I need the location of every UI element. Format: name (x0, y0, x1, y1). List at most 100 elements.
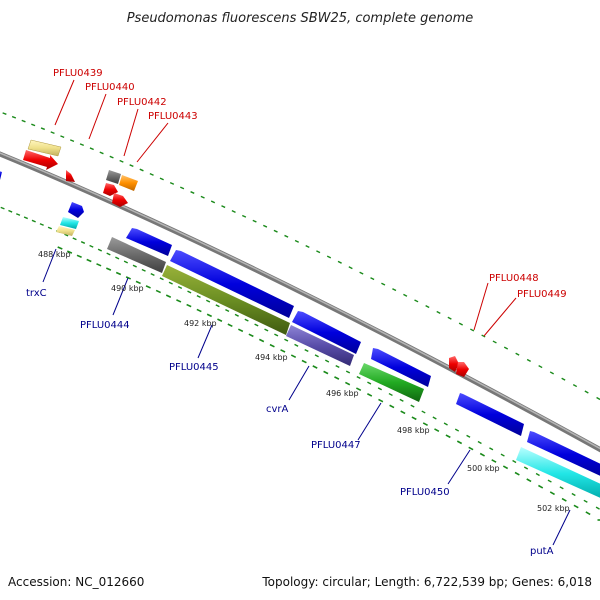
inner-track-dot (367, 381, 372, 385)
gene-label-pflu0447[interactable]: PFLU0447 (311, 440, 361, 451)
outer-track-dot (596, 396, 600, 401)
gene-feature-pflu0439-red[interactable] (23, 150, 58, 170)
outer-track-dot (561, 377, 566, 381)
leader-pflu0444 (112, 277, 129, 316)
outer-track-dot (40, 127, 46, 131)
scale-tick-mark (491, 459, 497, 463)
outer-track-dot (326, 255, 332, 259)
gene-feature-blue-1[interactable] (126, 228, 172, 256)
gene-label-pflu0443[interactable]: PFLU0443 (148, 111, 198, 122)
outer-track-dot (538, 365, 543, 369)
leader-pflu0447 (357, 402, 382, 441)
gene-feature-pflu0443-red-a[interactable] (103, 183, 118, 196)
gene-feature-cvra[interactable] (286, 325, 354, 366)
forward-strand-features (23, 139, 469, 377)
gene-feature-pflu0448[interactable] (449, 356, 459, 372)
scale-tick-mark (538, 484, 544, 489)
scale-tick-mark (57, 246, 63, 250)
outer-track-dot (109, 155, 114, 159)
outer-track-dot (515, 352, 520, 356)
scale-tick-mark (227, 323, 233, 328)
scale-tick-mark (86, 258, 92, 263)
inner-track-dot (547, 479, 552, 483)
gene-feature-small-blue[interactable] (68, 202, 84, 218)
gene-feature-pflu0450[interactable] (456, 393, 524, 436)
gene-feature-small-blue-left[interactable] (0, 170, 2, 180)
leader-trxc (42, 248, 57, 283)
outer-track-dot (414, 299, 419, 303)
gene-feature-blue-2[interactable] (170, 250, 294, 318)
outer-track-dot (284, 234, 289, 238)
gene-feature-pflu0445[interactable] (162, 265, 290, 335)
outer-track-dot (458, 322, 463, 326)
scale-tick-mark (312, 365, 318, 369)
gene-label-pflu0442[interactable]: PFLU0442 (117, 97, 167, 108)
leader-pflu0450 (447, 449, 471, 485)
inner-track-dot (377, 387, 382, 391)
gene-label-pflu0448[interactable]: PFLU0448 (489, 273, 539, 284)
gene-feature-trxc-khaki[interactable] (56, 226, 75, 236)
outer-track-dot (210, 200, 216, 204)
scale-tick-mark (378, 398, 384, 403)
scale-tick-mark (468, 446, 474, 451)
gene-feature-pflu0443-red-b[interactable] (112, 193, 128, 207)
outer-track-dot (549, 371, 554, 375)
gene-feature-pflu0439[interactable] (27, 139, 62, 157)
scale-tick-mark (301, 359, 307, 364)
genome-backbone-highlight (0, 152, 600, 450)
gene-label-pflu0440[interactable]: PFLU0440 (85, 82, 135, 93)
outer-track-dot (21, 119, 26, 123)
gene-feature-pflu0442-gray[interactable] (106, 170, 121, 184)
gene-feature-blue-5[interactable] (527, 431, 600, 478)
inner-track-dot (187, 290, 192, 294)
outer-track-dot (11, 115, 17, 119)
inner-track-dot (80, 241, 86, 244)
gene-label-pflu0444[interactable]: PFLU0444 (80, 320, 130, 331)
scale-label-490: 490 kbp (111, 284, 144, 293)
inner-track-dot (31, 219, 36, 223)
inner-track-dot (399, 398, 404, 402)
scale-tick-mark (445, 434, 451, 439)
scale-tick-mark (248, 333, 254, 338)
scale-tick-mark (389, 404, 395, 409)
gene-label-pflu0450[interactable]: PFLU0450 (400, 487, 450, 498)
gene-label-cvra[interactable]: cvrA (266, 404, 289, 415)
leader-pflu0439 (54, 79, 75, 126)
inner-track-dot (523, 466, 529, 470)
scale-tick-mark (96, 263, 102, 267)
gene-feature-trxc-cyan[interactable] (60, 217, 79, 229)
gene-label-pflu0445[interactable]: PFLU0445 (169, 362, 219, 373)
inner-track-dot (47, 226, 53, 230)
gene-feature-pflu0442-orange[interactable] (119, 175, 138, 191)
gene-label-trxc[interactable]: trxC (26, 288, 47, 299)
gene-feature-pflu0440[interactable] (66, 170, 75, 182)
inner-track-dot (571, 492, 576, 497)
gene-label-pflu0439[interactable]: PFLU0439 (53, 68, 103, 79)
scale-label-498: 498 kbp (397, 426, 430, 435)
gene-label-puta[interactable]: putA (530, 546, 554, 557)
inner-track-dot (314, 354, 319, 358)
inner-track-dot (168, 281, 173, 285)
scale-tick-mark (176, 299, 182, 303)
outer-track-dot (337, 260, 342, 264)
inner-track-dot (177, 286, 183, 289)
outer-track-dot (221, 205, 226, 209)
gene-label-pflu0449[interactable]: PFLU0449 (517, 289, 567, 300)
inner-track-dot (294, 343, 299, 347)
outer-track-dot (200, 195, 205, 199)
scale-tick-mark (502, 465, 509, 470)
outer-track-dot (470, 328, 475, 332)
scale-tick-mark (196, 308, 202, 313)
inner-track-dot (325, 359, 330, 363)
scale-tick-mark (66, 250, 73, 254)
gene-feature-pflu0444[interactable] (107, 237, 166, 273)
outer-track-dot (149, 172, 154, 176)
inner-track-dot (254, 323, 259, 327)
gene-feature-pflu0449[interactable] (456, 362, 469, 377)
gene-feature-pflu0447[interactable] (359, 363, 424, 402)
gene-feature-puta[interactable] (516, 447, 600, 500)
gene-feature-blue-3[interactable] (292, 311, 361, 354)
gene-feature-blue-4[interactable] (371, 348, 431, 387)
scale-label-494: 494 kbp (255, 353, 288, 362)
outer-track-dot (359, 271, 364, 275)
